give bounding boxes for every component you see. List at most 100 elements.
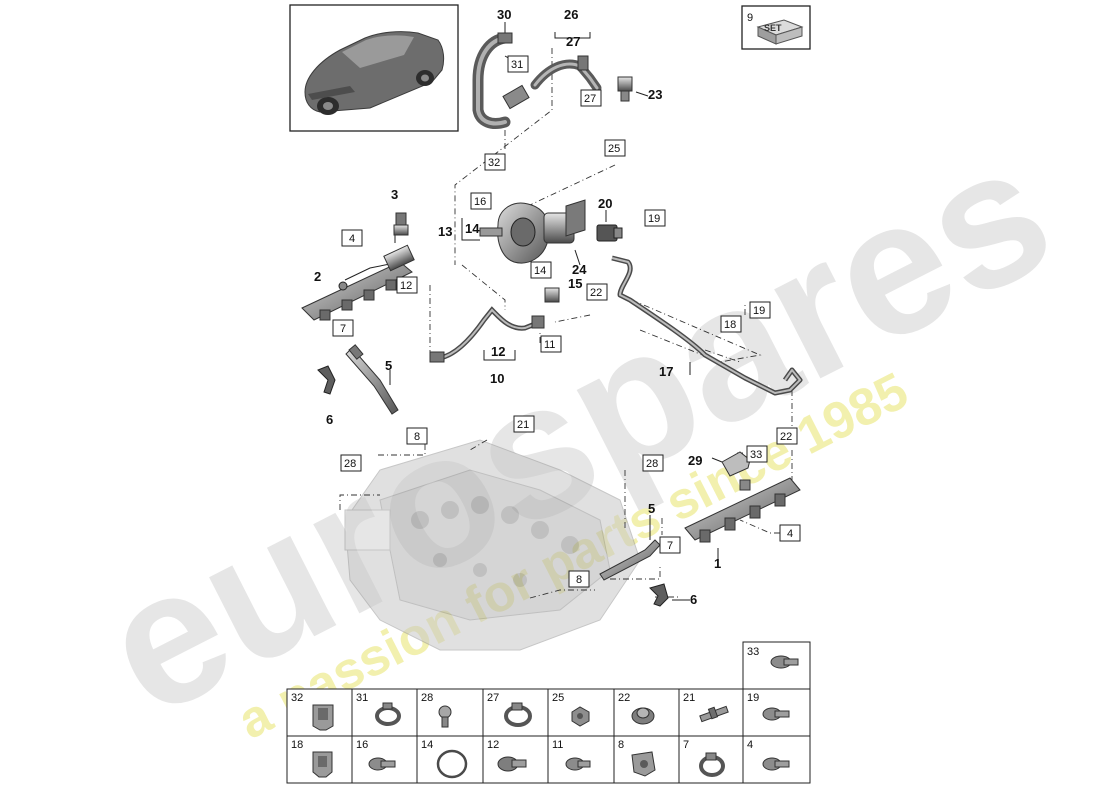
parts-row-2: 18 16 14 12 — [286, 735, 811, 784]
connector-20[interactable] — [596, 224, 623, 242]
parts-cell-27[interactable]: 27 — [487, 692, 532, 727]
parts-cell-label: 11 — [552, 739, 563, 751]
callout-32: 32 — [488, 157, 500, 169]
parts-cell-label: 22 — [618, 692, 630, 704]
callout-14: 14 — [465, 221, 480, 236]
callout-4-upper: 4 — [349, 233, 355, 245]
clamp-6-right[interactable] — [649, 583, 669, 607]
callout-11-boxed: 11 — [544, 339, 555, 351]
flange-screw-icon — [497, 756, 527, 772]
callout-8-upper: 8 — [414, 431, 420, 443]
hose-clamp-icon — [699, 752, 725, 777]
fuel-rail-1[interactable] — [684, 477, 801, 543]
ball-stud-icon — [438, 705, 452, 728]
parts-cell-label: 18 — [291, 739, 303, 751]
watermark: eurospares a passion for parts since 198… — [72, 103, 1081, 757]
callout-8-lower: 8 — [576, 574, 582, 586]
parts-cell-32[interactable]: 32 — [291, 692, 334, 731]
parts-cell-14[interactable]: 14 — [421, 739, 468, 779]
callout-12-boxed: 12 — [400, 280, 412, 292]
callout-27-boxed: 27 — [584, 93, 596, 105]
engine-block-illustration — [344, 439, 641, 651]
fuel-rail-2[interactable] — [301, 244, 415, 321]
parts-cell-label: 16 — [356, 739, 368, 751]
callout-27: 27 — [566, 34, 580, 49]
parts-cell-28[interactable]: 28 — [421, 692, 452, 728]
callout-30: 30 — [497, 7, 511, 22]
callout-33-boxed: 33 — [750, 449, 762, 461]
parts-cell-label: 12 — [487, 739, 499, 751]
porsche-cayenne-icon — [304, 31, 445, 115]
parts-cell-label: 33 — [747, 646, 759, 658]
callout-13: 13 — [438, 224, 452, 239]
callout-10: 10 — [490, 371, 504, 386]
nut-icon — [571, 706, 590, 727]
set-box[interactable]: 9 SET — [741, 5, 811, 50]
o-ring-icon — [436, 749, 468, 779]
callout-12: 12 — [491, 344, 505, 359]
callout-25: 25 — [608, 143, 620, 155]
callout-7-upper: 7 — [340, 323, 346, 335]
parts-cell-11[interactable]: 11 — [552, 739, 591, 771]
set-badge-icon: SET — [756, 19, 804, 45]
callout-7-lower: 7 — [667, 540, 673, 552]
injector-5-left[interactable] — [345, 344, 399, 415]
callout-23: 23 — [648, 87, 662, 102]
bracket-29[interactable] — [721, 451, 751, 477]
parts-cell-label: 19 — [747, 692, 759, 704]
callout-14-boxed: 14 — [534, 265, 546, 277]
parts-cell-8[interactable]: 8 — [618, 739, 656, 777]
parts-cell-label: 31 — [356, 692, 368, 704]
callout-16: 16 — [474, 196, 486, 208]
callout-3: 3 — [391, 187, 398, 202]
callout-28-left: 28 — [344, 458, 356, 470]
parts-cell-7[interactable]: 7 — [683, 739, 725, 777]
parts-row-1: 32 31 28 27 — [286, 688, 811, 737]
car-thumbnail — [289, 4, 459, 132]
high-pressure-pump[interactable] — [479, 199, 586, 303]
hose-clamp-icon — [504, 702, 532, 727]
sensor-3[interactable] — [393, 212, 409, 236]
parts-cell-25[interactable]: 25 — [552, 692, 590, 727]
parts-cell-label: 4 — [747, 739, 753, 751]
screw-icon — [770, 655, 799, 669]
callout-2: 2 — [314, 269, 321, 284]
callout-26: 26 — [564, 7, 578, 22]
parts-cell-16[interactable]: 16 — [356, 739, 396, 771]
parts-cell-22[interactable]: 22 — [618, 692, 655, 725]
callout-21-boxed: 21 — [517, 419, 529, 431]
set-badge-label: SET — [764, 23, 782, 33]
parts-cell-label: 7 — [683, 739, 689, 751]
parts-cell-21[interactable]: 21 — [683, 692, 729, 723]
callout-6-lower: 6 — [690, 592, 697, 607]
parts-cell-label: 14 — [421, 739, 433, 751]
parts-cell-31[interactable]: 31 — [356, 692, 401, 726]
nozzle-clip-icon — [631, 751, 656, 777]
callout-5-upper: 5 — [385, 358, 392, 373]
fuel-line-12[interactable] — [429, 306, 545, 363]
sensor-23[interactable] — [617, 76, 633, 102]
parts-cell-33[interactable]: 33 — [742, 641, 811, 690]
parts-cell-12[interactable]: 12 — [487, 739, 527, 772]
screw-icon — [565, 757, 591, 771]
callout-6-upper: 6 — [326, 412, 333, 427]
parts-cell-4[interactable]: 4 — [747, 739, 790, 771]
callout-20: 20 — [598, 196, 612, 211]
parts-cell-19[interactable]: 19 — [747, 692, 790, 721]
callout-5-lower: 5 — [648, 501, 655, 516]
fuel-line-17[interactable] — [611, 255, 803, 396]
parts-grid: 33 32 31 — [286, 641, 811, 784]
screw-icon — [368, 757, 396, 771]
flange-nut-icon — [631, 707, 655, 725]
callout-22-lower: 22 — [780, 431, 792, 443]
parts-cell-18[interactable]: 18 — [291, 739, 333, 778]
hose-30[interactable] — [472, 32, 530, 129]
callout-18-upper: 18 — [724, 319, 736, 331]
clamp-6-left[interactable] — [317, 365, 336, 395]
parts-cell-label: 28 — [421, 692, 433, 704]
leader-lines — [339, 48, 793, 599]
callout-31: 31 — [511, 59, 523, 71]
bracket-clip-icon — [312, 704, 334, 731]
hose-27[interactable] — [530, 55, 602, 93]
